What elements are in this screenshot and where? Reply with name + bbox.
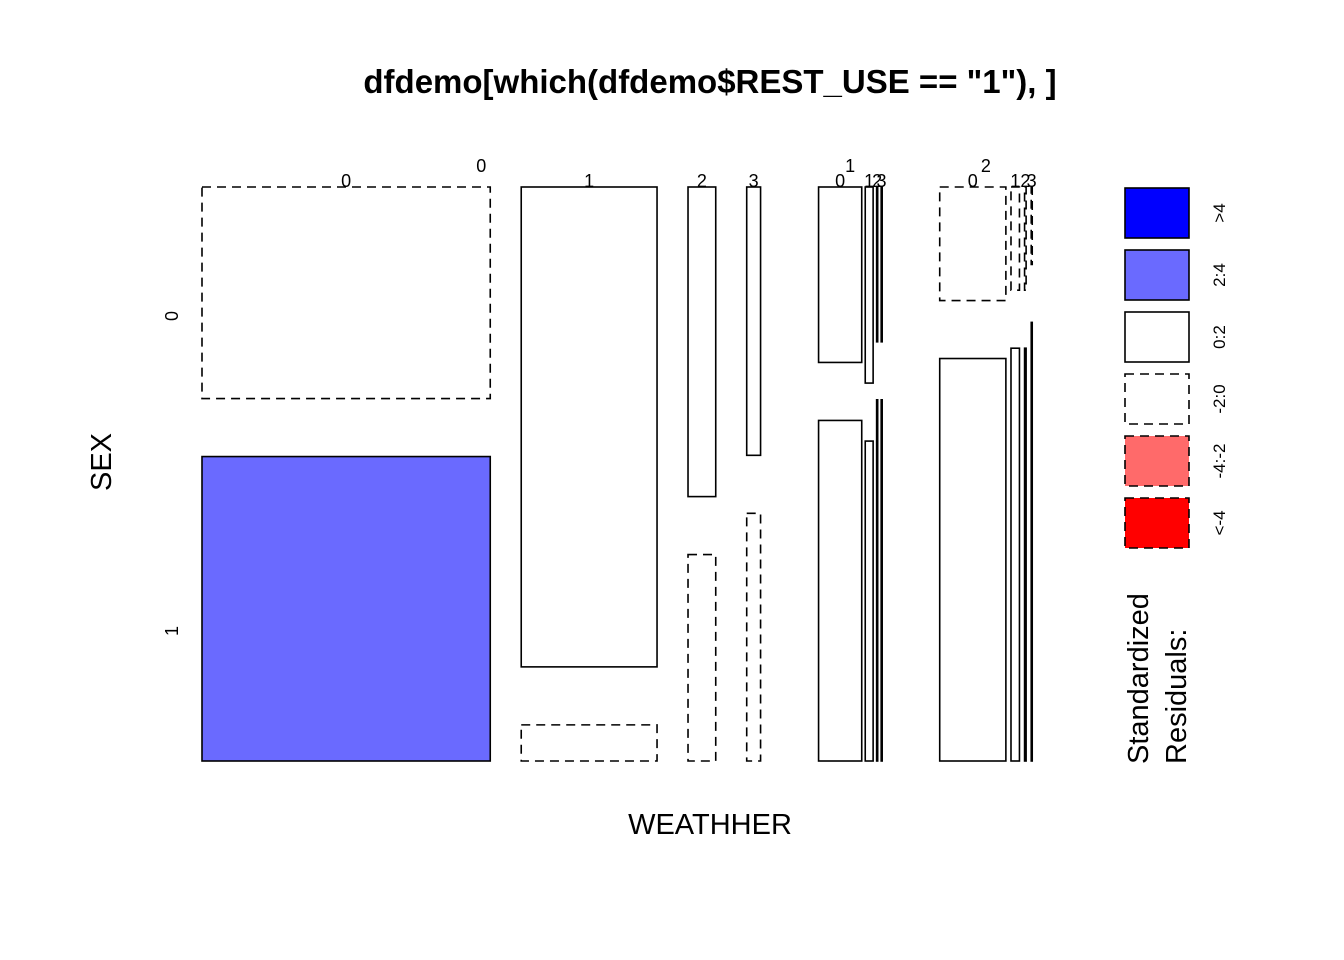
mosaic-cell-w0-r0-sex1 bbox=[201, 455, 492, 762]
mosaic-cell-w1-r1-sex1 bbox=[864, 440, 874, 762]
mosaic-cell-w2-r0-sex1 bbox=[938, 357, 1007, 762]
legend-label-1: 2:4 bbox=[1210, 263, 1229, 287]
mosaic-cell-w2-r3-sex0 bbox=[1030, 186, 1034, 266]
mosaic-cell-w0-r0-sex0 bbox=[201, 186, 492, 400]
chart-title: dfdemo[which(dfdemo$REST_USE == "1"), ] bbox=[363, 63, 1056, 100]
mosaic-cell-w1-r2-sex0 bbox=[875, 186, 879, 343]
x-axis-title: WEATHHER bbox=[628, 809, 792, 841]
mosaic-cell-w0-r3-sex0 bbox=[745, 186, 762, 457]
mosaic-cell-w2-r3-sex1 bbox=[1030, 321, 1034, 762]
mosaic-cell-w2-r0-sex0 bbox=[938, 186, 1007, 302]
x-tick-label-rest-2-2: 2 bbox=[1020, 171, 1030, 191]
x-tick-label-rest-1-1: 1 bbox=[864, 171, 874, 191]
mosaic-cell-w0-r3-sex1 bbox=[745, 512, 762, 762]
legend-swatch-2 bbox=[1124, 311, 1190, 363]
legend-label-2: 0:2 bbox=[1210, 325, 1229, 349]
mosaic-cell-w0-r2-sex0 bbox=[687, 186, 717, 498]
x-tick-label-rest-0-3: 3 bbox=[749, 171, 759, 191]
x-tick-label-rest-0-1: 1 bbox=[584, 171, 594, 191]
mosaic-cell-w2-r1-sex0 bbox=[1010, 186, 1021, 291]
mosaic-cell-w1-r0-sex0 bbox=[817, 186, 863, 364]
x-tick-label-weather-0: 0 bbox=[476, 156, 486, 176]
mosaic-cell-w2-r2-sex1 bbox=[1023, 347, 1027, 762]
x-tick-label-rest-0-2: 2 bbox=[697, 171, 707, 191]
x-tick-label-rest-2-0: 0 bbox=[968, 171, 978, 191]
legend-swatch-5 bbox=[1124, 497, 1190, 549]
mosaic-cell-w1-r2-sex1 bbox=[875, 398, 879, 762]
mosaic-cell-w0-r1-sex1 bbox=[520, 724, 658, 762]
y-axis-title: SEX bbox=[86, 433, 118, 491]
legend-label-5: <-4 bbox=[1210, 510, 1229, 535]
legend-title-line1: Standardized bbox=[1123, 593, 1155, 764]
x-tick-label-rest-1-2: 2 bbox=[872, 171, 882, 191]
mosaic-cell-w1-r0-sex1 bbox=[817, 419, 863, 762]
mosaic-cells bbox=[201, 186, 1034, 762]
y-tick-label-sex-1: 1 bbox=[162, 626, 182, 636]
y-tick-label-sex-0: 0 bbox=[162, 311, 182, 321]
mosaic-cell-w2-r2-sex0 bbox=[1023, 186, 1027, 291]
mosaic-cell-w0-r2-sex1 bbox=[687, 553, 717, 762]
mosaic-cell-w1-r1-sex0 bbox=[864, 186, 874, 384]
legend-swatch-4 bbox=[1124, 435, 1190, 487]
x-tick-label-rest-1-0: 0 bbox=[835, 171, 845, 191]
legend-label-3: -2:0 bbox=[1210, 384, 1229, 413]
x-tick-label-rest-0-0: 0 bbox=[341, 171, 351, 191]
mosaic-cell-w0-r1-sex0 bbox=[520, 186, 658, 668]
x-tick-label-rest-2-3: 3 bbox=[1027, 171, 1037, 191]
mosaic-cell-w1-r3-sex0 bbox=[880, 186, 883, 343]
x-tick-label-rest-2-1: 1 bbox=[1010, 171, 1020, 191]
legend-title-line2: Residuals: bbox=[1161, 629, 1193, 764]
legend-swatch-3 bbox=[1124, 373, 1190, 425]
x-tick-label-rest-1-3: 3 bbox=[876, 171, 886, 191]
legend-label-0: >4 bbox=[1210, 203, 1229, 222]
x-tick-label-weather-1: 1 bbox=[845, 156, 855, 176]
mosaic-cell-w2-r1-sex1 bbox=[1010, 347, 1021, 762]
legend-swatch-1 bbox=[1124, 249, 1190, 301]
mosaic-cell-w1-r3-sex1 bbox=[880, 398, 883, 762]
x-tick-label-weather-2: 2 bbox=[981, 156, 991, 176]
legend-swatch-0 bbox=[1124, 187, 1190, 239]
legend-label-4: -4:-2 bbox=[1210, 444, 1229, 479]
